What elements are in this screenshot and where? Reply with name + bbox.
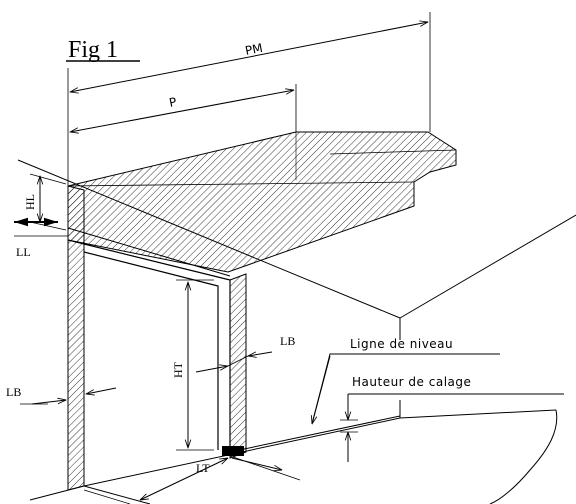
left-post xyxy=(67,185,85,491)
figure-title: Fig 1 xyxy=(66,37,140,63)
svg-text:HT: HT xyxy=(171,361,185,378)
svg-text:PM: PM xyxy=(244,41,264,58)
svg-text:LB: LB xyxy=(6,385,21,399)
svg-text:LL: LL xyxy=(16,245,31,259)
door-opening xyxy=(83,243,231,450)
svg-text:Hauteur de calage: Hauteur de calage xyxy=(352,375,471,389)
dimension-ht: HT xyxy=(171,279,214,451)
svg-text:P: P xyxy=(168,95,178,110)
svg-text:HL: HL xyxy=(23,194,37,210)
dimension-lt: LT xyxy=(83,455,301,504)
dimension-lb-right: LB xyxy=(195,334,295,373)
dimension-hl: HL xyxy=(23,173,67,231)
lintel-slab xyxy=(67,131,457,277)
dimension-lb-left: LB xyxy=(6,385,117,405)
perspective-lines xyxy=(17,159,576,340)
dimension-pm: PM xyxy=(67,12,431,186)
callout-ligne-de-niveau: Ligne de niveau xyxy=(312,337,500,424)
svg-text:LB: LB xyxy=(280,334,295,348)
dimension-ll: LL xyxy=(14,217,68,259)
svg-text:LT: LT xyxy=(196,461,210,475)
svg-text:Fig 1: Fig 1 xyxy=(68,37,118,63)
callout-hauteur-de-calage: Hauteur de calage xyxy=(340,375,564,462)
floor-lines xyxy=(29,400,558,504)
svg-text:Ligne de niveau: Ligne de niveau xyxy=(350,337,453,351)
dimension-p: P xyxy=(70,84,297,132)
